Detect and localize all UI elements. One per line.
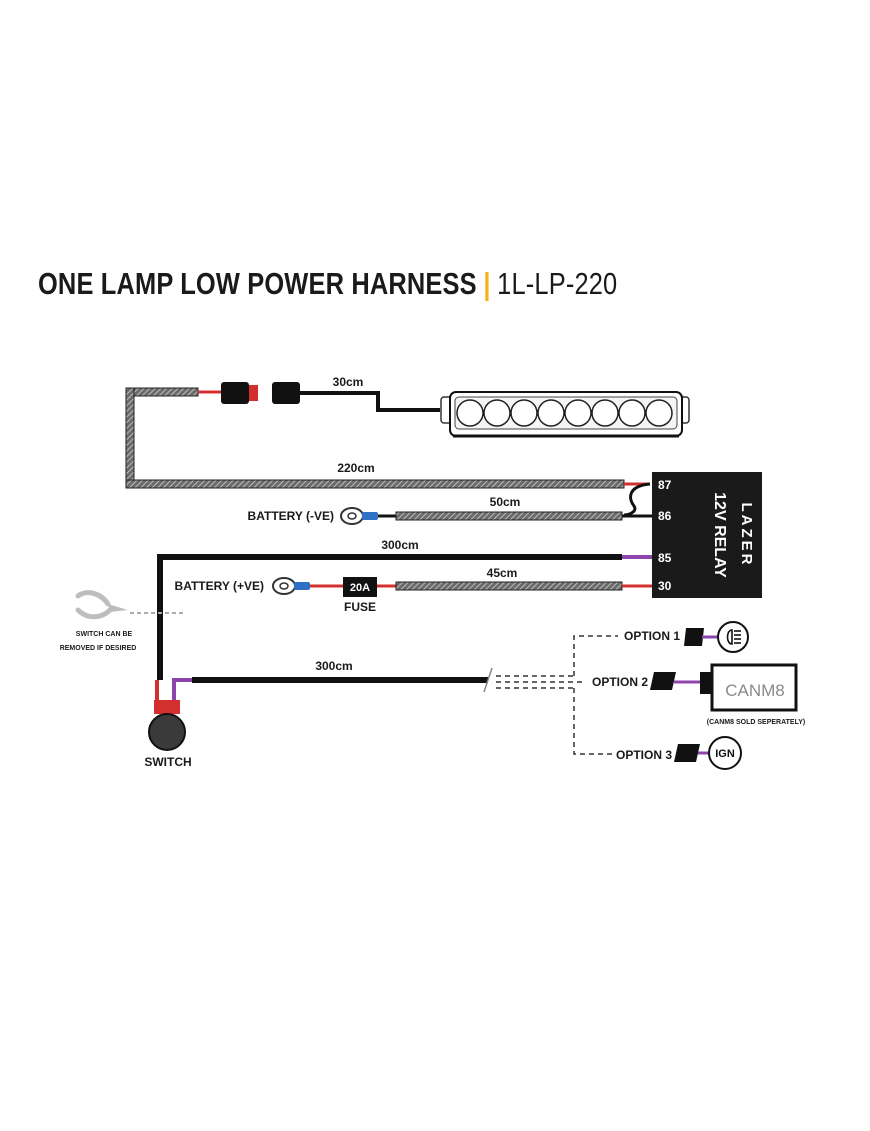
power-lead-sleeve [395,581,623,591]
connector-socket [272,382,300,404]
ground-lead-sleeve [395,511,623,521]
relay-box [652,472,762,598]
ign-label: IGN [715,748,735,760]
title-code: 1L-LP-220 [497,266,618,301]
relay-label: 12V RELAY [711,492,728,578]
canm8-module [700,663,798,712]
relay-terminal-30: 30 [658,579,672,593]
page-title: ONE LAMP LOW POWER HARNESS|1L-LP-220 [38,266,617,302]
switch-note-line1: SWITCH CAN BE [76,631,133,638]
switch-note-line2: REMOVED IF DESIRED [60,645,137,652]
option2-label: OPTION 2 [592,675,648,689]
fuse-rating: 20A [350,582,370,594]
headlight-icon [717,621,749,653]
ring-terminal-positive [272,577,310,595]
ground-lead-length: 50cm [490,495,521,509]
ring-terminal-negative [340,507,378,525]
canm8-label: CANM8 [725,681,785,700]
option3-label: OPTION 3 [616,748,672,762]
ignition-icon [708,736,742,770]
relay-terminal-87: 87 [658,478,672,492]
connector-plug [221,382,258,404]
battery-positive-label: BATTERY (+VE) [175,579,264,593]
trigger-lead-length: 300cm [315,659,352,673]
fuse-label: FUSE [344,600,376,614]
power-lead-length: 45cm [487,566,518,580]
option1-label: OPTION 1 [624,629,680,643]
relay-terminal-86: 86 [658,509,672,523]
lamp-lead-length: 30cm [333,375,364,389]
title-main: ONE LAMP LOW POWER HARNESS [38,266,477,301]
canm8-note: (CANM8 SOLD SEPERATELY) [707,719,805,726]
fuse-holder [343,577,377,597]
wire-cutter-icon [75,590,128,620]
light-bar-icon [440,391,690,438]
switch-label: SWITCH [144,755,191,769]
main-lead-length: 220cm [337,461,374,475]
option-paths [496,635,618,755]
switch-lead-length: 300cm [381,538,418,552]
battery-negative-label: BATTERY (-VE) [248,509,334,523]
switch-icon [148,713,186,751]
relay-brand-logo: LAZER [738,503,755,568]
relay-terminal-85: 85 [658,551,672,565]
title-separator: | [483,266,491,301]
